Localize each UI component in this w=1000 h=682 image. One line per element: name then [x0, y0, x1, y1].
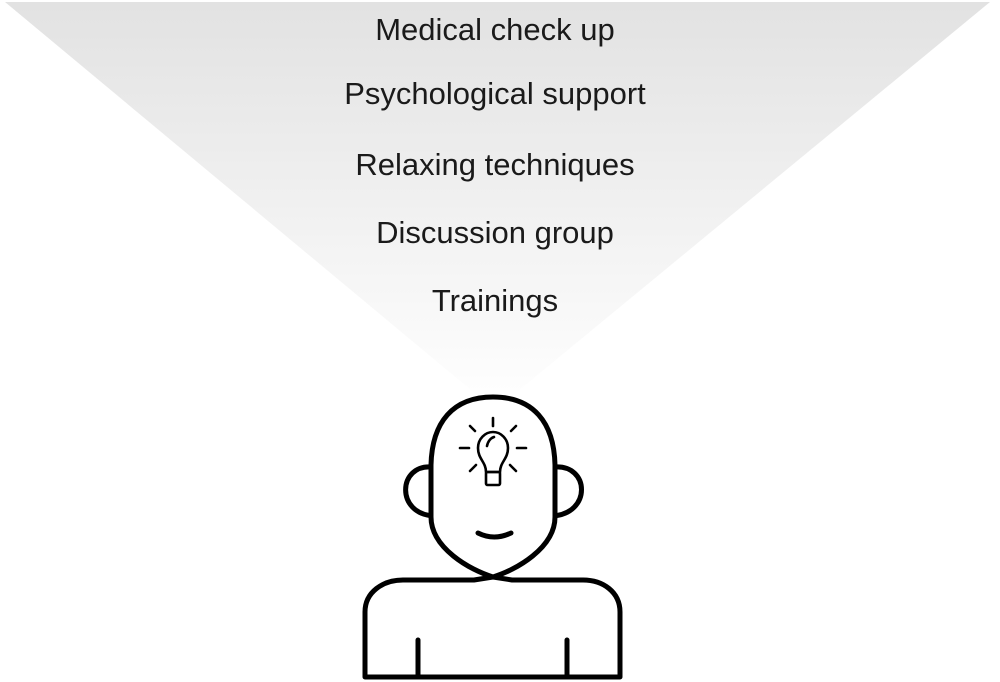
item-psychological-support: Psychological support [344, 76, 646, 111]
left-ear-icon [403, 464, 437, 519]
lightbulb-icon [458, 416, 528, 487]
item-trainings: Trainings [431, 283, 559, 318]
body-icon [362, 574, 623, 680]
mouth-icon [475, 530, 514, 540]
item-medical-check-up: Medical check up [375, 12, 615, 47]
right-ear-icon [549, 464, 584, 519]
item-relaxing-techniques: Relaxing techniques [355, 147, 635, 182]
item-discussion-group: Discussion group [376, 215, 614, 250]
